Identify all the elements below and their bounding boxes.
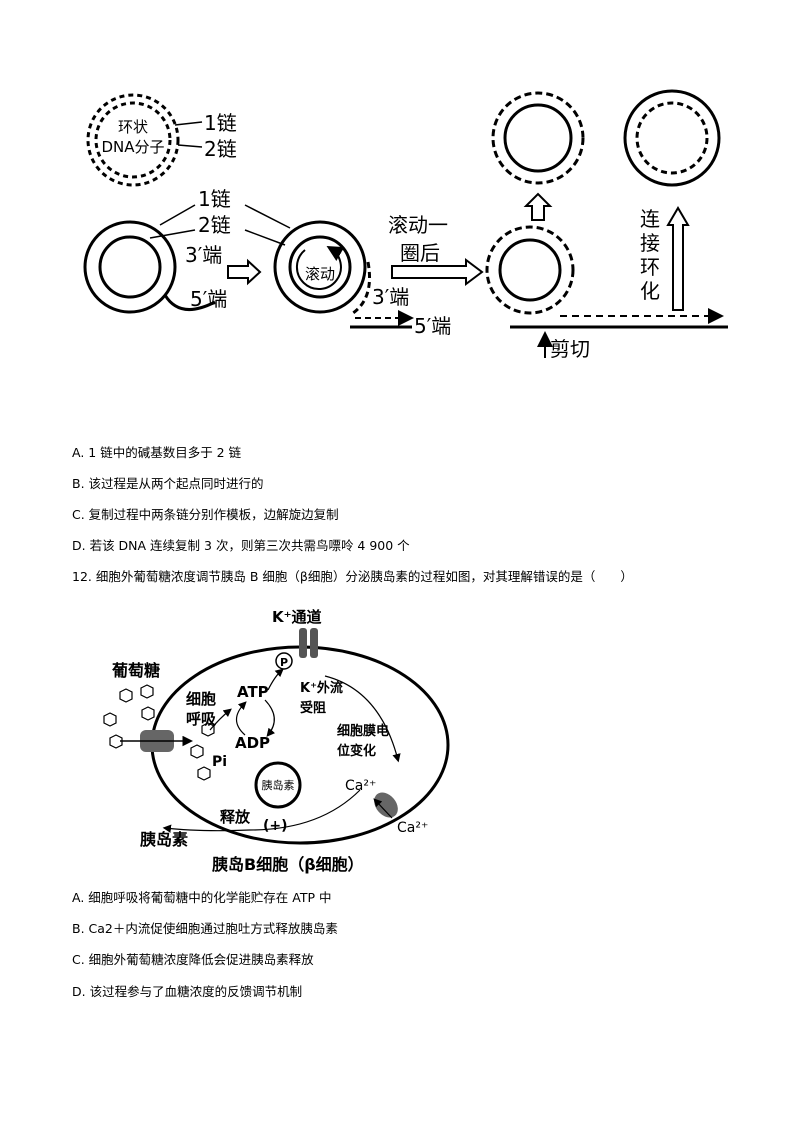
q12-option-a: A. 细胞呼吸将葡萄糖中的化学能贮存在 ATP 中: [72, 890, 332, 905]
ligate-arrow: [666, 206, 690, 311]
cut-label: 剪切: [550, 337, 590, 361]
beta-cell-diagram: K⁺通道 P 葡萄糖 细胞 呼吸 ATP ADP Pi K⁺外流 受阻 细胞膜电…: [103, 608, 450, 874]
q11-option-b: B. 该过程是从两个起点同时进行的: [72, 476, 264, 491]
ring-4: [491, 91, 585, 185]
insulin-label: 胰岛素: [140, 830, 188, 849]
k-channel-icon: [299, 628, 318, 658]
end3-label-1: 3′端: [185, 243, 222, 267]
ligate-2: 接: [640, 231, 660, 255]
circular-dna-icon: [86, 93, 180, 187]
ligate-1: 连: [640, 207, 660, 231]
q12-option-d: D. 该过程参与了血糖浓度的反馈调节机制: [72, 984, 303, 999]
ligate-4: 化: [640, 279, 660, 303]
membrane-potential-2: 位变化: [337, 743, 376, 759]
ring-2: [273, 220, 371, 317]
ring-5: [623, 89, 721, 187]
release-label: 释放: [220, 808, 251, 826]
step-arrow-1: [227, 258, 262, 286]
strand1-label-top: 1链: [204, 111, 237, 135]
p-mark: P: [280, 656, 288, 669]
glucose-hexagons-icon: [103, 684, 215, 781]
q11-option-a: A. 1 链中的碱基数目多于 2 链: [72, 445, 242, 460]
ring-3: [485, 225, 575, 315]
end5-label-2: 5′端: [414, 314, 451, 338]
q11-option-c: C. 复制过程中两条链分别作模板，边解旋边复制: [72, 507, 339, 522]
circ-label-1: 环状: [118, 118, 148, 136]
ca-inside-label: Ca²⁺: [345, 778, 376, 794]
ca-outside-label: Ca²⁺: [397, 820, 428, 836]
ring-1: [83, 220, 216, 314]
strand1-label: 1链: [198, 187, 231, 211]
glucose-label: 葡萄糖: [111, 661, 160, 680]
insulin-vesicle-label: 胰岛素: [262, 778, 295, 792]
k-out-label-1: K⁺外流: [300, 680, 343, 696]
resp-label-1: 细胞: [186, 690, 216, 708]
resp-label-2: 呼吸: [186, 710, 217, 728]
k-channel-label: K⁺通道: [272, 608, 322, 626]
step-arrow-2: [391, 258, 484, 286]
membrane-potential-1: 细胞膜电: [337, 723, 389, 739]
strand2-label: 2链: [198, 213, 231, 237]
strand2-label-top: 2链: [204, 137, 237, 161]
after-roll-1: 滚动一: [388, 213, 448, 237]
step-arrow-up: [523, 192, 553, 221]
q12-option-b: B. Ca2＋内流促使细胞通过胞吐方式释放胰岛素: [72, 921, 338, 936]
adp-label: ADP: [235, 734, 270, 752]
end5-label-1: 5′端: [190, 287, 227, 311]
end3-label-2: 3′端: [372, 285, 409, 309]
rolling-label: 滚动: [305, 265, 335, 283]
pi-label: Pi: [212, 754, 227, 770]
q12-stem: 12. 细胞外葡萄糖浓度调节胰岛 B 细胞（β细胞）分泌胰岛素的过程如图，对其理…: [72, 569, 633, 584]
circ-label-2: DNA分子: [101, 138, 164, 156]
plus-label: (+): [263, 818, 288, 834]
phosphate-icon: [275, 652, 293, 670]
rolling-circle-diagram: 环状 DNA分子 1链 2链 1链 2链 3′端 5′端 滚动 3′端 5′端 …: [83, 89, 728, 361]
cell-name-label: 胰岛B细胞（β细胞）: [212, 855, 364, 874]
q12-option-c: C. 细胞外葡萄糖浓度降低会促进胰岛素释放: [72, 952, 314, 967]
q11-option-d: D. 若该 DNA 连续复制 3 次，则第三次共需鸟嘌呤 4 900 个: [72, 538, 410, 553]
k-out-label-2: 受阻: [300, 700, 326, 716]
insulin-vesicle-icon: [254, 761, 302, 809]
ligate-3: 环: [640, 255, 660, 279]
atp-label: ATP: [237, 683, 269, 701]
after-roll-2: 圈后: [400, 241, 440, 265]
